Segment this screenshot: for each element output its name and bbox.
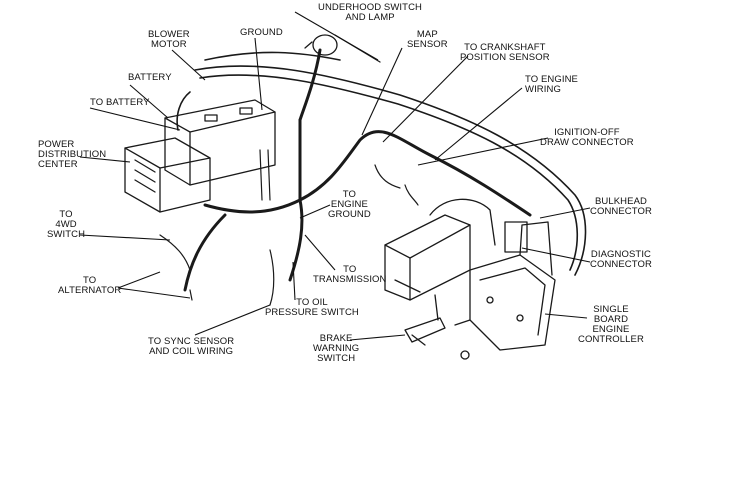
label-line: IGNITION-OFF (554, 127, 620, 138)
label-transmission: TO TRANSMISSION (313, 265, 387, 285)
label-line: SWITCH (317, 353, 356, 364)
label-line: TO (343, 264, 357, 275)
label-4wd-switch: TO 4WD SWITCH (47, 210, 85, 240)
label-alternator: TO ALTERNATOR (58, 276, 121, 296)
label-line: 4WD (55, 219, 77, 230)
label-line: TO SYNC SENSOR (148, 336, 235, 347)
label-bulkhead-connector: BULKHEAD CONNECTOR (590, 197, 652, 217)
label-line: SENSOR (407, 39, 448, 50)
label-line: WIRING (525, 84, 561, 95)
label-map-sensor: MAP SENSOR (407, 30, 448, 50)
engine-component (384, 198, 496, 301)
label-blower-motor: BLOWER MOTOR (148, 30, 190, 50)
label-line: TO (342, 189, 357, 200)
label-line: MOTOR (151, 39, 187, 50)
label-crankshaft-sensor: TO CRANKSHAFT POSITION SENSOR (460, 43, 550, 63)
label-line: MAP (416, 29, 438, 40)
label-brake-warning-switch: BRAKE WARNING SWITCH (313, 334, 359, 364)
label-line: TO OIL (296, 297, 328, 308)
label-ground: GROUND (240, 28, 283, 38)
harness-main (183, 48, 532, 292)
label-sync-sensor: TO SYNC SENSOR AND COIL WIRING (148, 337, 234, 357)
label-line: TO (59, 209, 73, 220)
label-line: ENGINE (330, 199, 368, 210)
label-line: GROUND (240, 27, 283, 38)
label-to-battery: TO BATTERY (90, 98, 150, 108)
label-ignition-off-connector: IGNITION-OFF DRAW CONNECTOR (540, 128, 634, 148)
label-line: BRAKE (319, 333, 353, 344)
label-oil-pressure-switch: TO OIL PRESSURE SWITCH (265, 298, 359, 318)
label-line: SWITCH (47, 229, 86, 240)
label-line: ALTERNATOR (58, 285, 122, 296)
label-engine-ground: TO ENGINE GROUND (328, 190, 371, 220)
label-line: BLOWER (148, 29, 190, 40)
label-line: TO (83, 275, 97, 286)
harness-detail (159, 149, 419, 306)
label-line: CONTROLLER (578, 334, 644, 345)
label-line: DIAGNOSTIC (590, 249, 652, 260)
label-line: POSITION SENSOR (460, 52, 550, 63)
battery-shape (164, 99, 276, 186)
label-underhood-switch: UNDERHOOD SWITCH AND LAMP (318, 3, 422, 23)
label-line: ENGINE (592, 324, 630, 335)
label-line: UNDERHOOD SWITCH (318, 2, 422, 13)
label-line: BULKHEAD (594, 196, 647, 207)
leader-lines (79, 11, 591, 341)
label-engine-wiring: TO ENGINE WIRING (525, 75, 578, 95)
label-line: WARNING (313, 343, 360, 354)
label-line: SINGLE (593, 304, 629, 315)
label-battery: BATTERY (128, 73, 172, 83)
label-line: AND COIL WIRING (149, 346, 234, 357)
controller-shape (454, 221, 556, 360)
label-line: BATTERY (128, 72, 172, 83)
label-line: AND LAMP (345, 12, 395, 23)
label-engine-controller: SINGLE BOARD ENGINE CONTROLLER (578, 305, 644, 345)
label-line: TRANSMISSION (313, 274, 387, 285)
label-line: GROUND (328, 209, 371, 220)
label-line: DRAW CONNECTOR (540, 137, 634, 148)
label-line: CONNECTOR (590, 206, 652, 217)
label-line: CONNECTOR (590, 259, 652, 270)
label-line: TO ENGINE (525, 74, 578, 85)
cowl-panel (176, 51, 587, 276)
label-diagnostic-connector: DIAGNOSTIC CONNECTOR (590, 250, 652, 270)
label-line: BOARD (593, 314, 629, 325)
label-line: DISTRIBUTION (38, 149, 107, 160)
pdc-shape (124, 137, 211, 213)
brake-switch-shape (404, 294, 446, 346)
label-line: TO CRANKSHAFT (464, 42, 546, 53)
label-line: CENTER (38, 159, 78, 170)
label-line: TO BATTERY (90, 97, 150, 108)
label-line: POWER (38, 139, 75, 150)
label-power-distribution-center: POWER DISTRIBUTION CENTER (38, 140, 106, 170)
label-line: PRESSURE SWITCH (265, 307, 359, 318)
